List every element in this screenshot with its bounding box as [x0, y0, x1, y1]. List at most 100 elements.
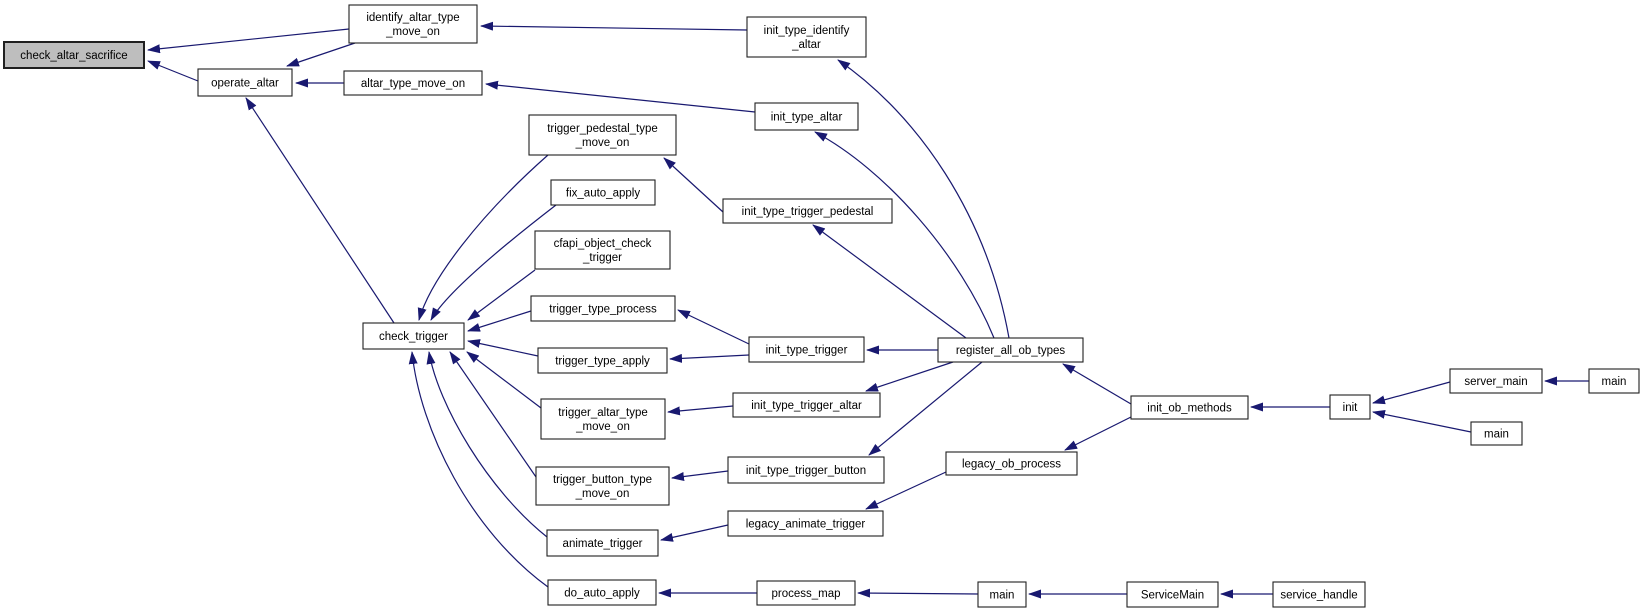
node-trigger_type_process[interactable]: trigger_type_process — [530, 295, 676, 322]
node-box[interactable] — [1126, 581, 1219, 608]
node-service_handle[interactable]: service_handle — [1272, 581, 1366, 608]
edge-register_all_ob_types-to-init_type_trigger_button — [868, 361, 983, 456]
node-box[interactable] — [727, 510, 884, 537]
node-box[interactable] — [528, 114, 677, 156]
node-box[interactable] — [550, 179, 656, 206]
node-main_1[interactable]: main — [1588, 368, 1640, 394]
edge-register_all_ob_types-to-init_type_identify_altar — [837, 59, 1010, 339]
node-box[interactable] — [977, 581, 1027, 608]
node-altar_type_move_on[interactable]: altar_type_move_on — [343, 70, 483, 96]
node-box[interactable] — [746, 16, 867, 58]
node-fix_auto_apply[interactable]: fix_auto_apply — [550, 179, 656, 206]
node-init_type_identify_altar[interactable]: init_type_identify_altar — [746, 16, 867, 58]
node-init_type_altar[interactable]: init_type_altar — [754, 102, 859, 131]
node-box[interactable] — [1588, 368, 1640, 394]
node-box[interactable] — [732, 392, 881, 418]
edge-register_all_ob_types-to-init_type_trigger_pedestal — [812, 224, 967, 339]
node-box[interactable] — [1329, 394, 1371, 420]
node-label: trigger_type_process — [549, 304, 657, 316]
node-label: _move_on — [385, 26, 440, 38]
node-box[interactable] — [1449, 368, 1543, 394]
edge-init_type_trigger_pedestal-to-trigger_pedestal_type_move_on — [663, 157, 724, 213]
node-box[interactable] — [945, 451, 1078, 476]
node-box[interactable] — [937, 337, 1084, 363]
node-box[interactable] — [722, 198, 893, 224]
node-label: server_main — [1464, 376, 1527, 388]
node-label: process_map — [771, 588, 840, 600]
node-label: check_altar_sacrifice — [20, 50, 127, 62]
node-trigger_button_type_move_on[interactable]: trigger_button_type_move_on — [535, 466, 670, 506]
node-label: trigger_type_apply — [555, 356, 650, 368]
node-legacy_ob_process[interactable]: legacy_ob_process — [945, 451, 1078, 476]
node-box[interactable] — [197, 68, 293, 97]
node-server_main[interactable]: server_main — [1449, 368, 1543, 394]
node-trigger_type_apply[interactable]: trigger_type_apply — [537, 347, 668, 374]
node-label: operate_altar — [211, 78, 279, 90]
node-label: trigger_pedestal_type — [547, 123, 658, 135]
edge-trigger_pedestal_type_move_on-to-check_trigger — [417, 154, 549, 321]
node-box[interactable] — [727, 456, 885, 484]
node-label: legacy_animate_trigger — [746, 519, 866, 531]
node-box[interactable] — [535, 466, 670, 506]
node-trigger_altar_type_move_on[interactable]: trigger_altar_type _move_on — [540, 398, 666, 440]
edge-cfapi_object_check_trigger-to-check_trigger — [467, 269, 536, 321]
node-init_type_trigger_pedestal[interactable]: init_type_trigger_pedestal — [722, 198, 893, 224]
edge-identify_altar_type_move_on-to-operate_altar — [286, 42, 356, 67]
node-init_ob_methods[interactable]: init_ob_methods — [1130, 395, 1249, 420]
edge-register_all_ob_types-to-init_type_trigger_altar — [865, 361, 954, 392]
node-box[interactable] — [343, 70, 483, 96]
node-box[interactable] — [748, 336, 865, 363]
node-box[interactable] — [754, 102, 859, 131]
edge-trigger_button_type_move_on-to-check_trigger — [449, 351, 537, 478]
node-identify_altar_type_move_on[interactable]: identify_altar_type_move_on — [348, 4, 478, 44]
node-animate_trigger[interactable]: animate_trigger — [546, 529, 659, 557]
node-do_auto_apply[interactable]: do_auto_apply — [547, 579, 657, 606]
node-box[interactable] — [547, 579, 657, 606]
node-label: do_auto_apply — [564, 588, 640, 600]
node-box[interactable] — [3, 41, 145, 69]
node-operate_altar[interactable]: operate_altar — [197, 68, 293, 97]
node-label: _move_on — [575, 421, 630, 433]
node-label: init_type_trigger_pedestal — [742, 206, 874, 218]
node-box[interactable] — [540, 398, 666, 440]
node-check_trigger[interactable]: check_trigger — [362, 322, 465, 350]
node-box[interactable] — [756, 580, 856, 606]
node-box[interactable] — [530, 295, 676, 322]
node-box[interactable] — [546, 529, 659, 557]
node-box[interactable] — [1130, 395, 1249, 420]
edge-trigger_type_apply-to-check_trigger — [467, 339, 539, 357]
edge-init_type_trigger_button-to-trigger_button_type_move_on — [671, 470, 729, 481]
node-trigger_pedestal_type_move_on[interactable]: trigger_pedestal_type_move_on — [528, 114, 677, 156]
node-label: trigger_button_type — [553, 474, 652, 486]
edge-do_auto_apply-to-check_trigger — [408, 351, 549, 588]
node-register_all_ob_types[interactable]: register_all_ob_types — [937, 337, 1084, 363]
node-cfapi_object_check_trigger[interactable]: cfapi_object_check_trigger — [534, 230, 671, 270]
edge-fix_auto_apply-to-check_trigger — [430, 204, 557, 321]
edge-operate_altar-to-check_altar_sacrifice — [147, 60, 199, 82]
node-box[interactable] — [348, 4, 478, 44]
node-ServiceMain[interactable]: ServiceMain — [1126, 581, 1219, 608]
node-box[interactable] — [537, 347, 668, 374]
node-init[interactable]: init — [1329, 394, 1371, 420]
node-box[interactable] — [1470, 421, 1523, 446]
node-main_3[interactable]: main — [977, 581, 1027, 608]
edge-init_type_altar-to-altar_type_move_on — [485, 80, 756, 113]
node-legacy_animate_trigger[interactable]: legacy_animate_trigger — [727, 510, 884, 537]
node-box[interactable] — [1272, 581, 1366, 608]
node-label: init_type_trigger_altar — [751, 400, 862, 412]
edge-server_main-to-init — [1372, 381, 1451, 405]
edge-legacy_ob_process-to-legacy_animate_trigger — [865, 471, 947, 510]
node-box[interactable] — [362, 322, 465, 350]
node-label: trigger_altar_type — [558, 407, 648, 419]
node-label: main — [1602, 376, 1627, 388]
node-init_type_trigger_altar[interactable]: init_type_trigger_altar — [732, 392, 881, 418]
edge-identify_altar_type_move_on-to-check_altar_sacrifice — [147, 28, 350, 54]
node-box[interactable] — [534, 230, 671, 270]
node-check_altar_sacrifice[interactable]: check_altar_sacrifice — [3, 41, 145, 69]
node-init_type_trigger_button[interactable]: init_type_trigger_button — [727, 456, 885, 484]
node-process_map[interactable]: process_map — [756, 580, 856, 606]
node-main_2[interactable]: main — [1470, 421, 1523, 446]
node-init_type_trigger[interactable]: init_type_trigger — [748, 336, 865, 363]
edge-check_trigger-to-operate_altar — [245, 97, 395, 324]
